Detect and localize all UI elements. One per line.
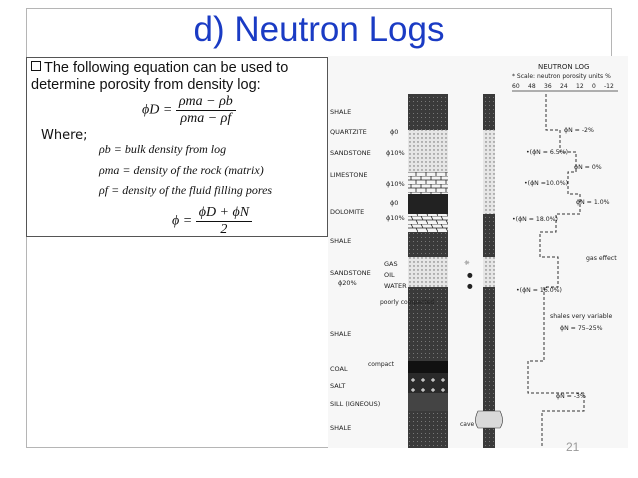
lithology-label: COAL bbox=[330, 365, 348, 373]
fluid-label-water: WATER bbox=[384, 282, 407, 290]
log-value-label: •(ϕN = 6.5%) bbox=[526, 149, 568, 156]
scale-ticks: 60 48 36 24 12 0 -12 bbox=[512, 83, 614, 90]
log-value-label: ϕN = 1.0% bbox=[576, 199, 610, 206]
neutron-log-curve bbox=[527, 94, 585, 448]
water-dot-icon: ● bbox=[467, 282, 473, 290]
layer-limestone bbox=[408, 172, 448, 194]
layer-dense-dolomite bbox=[408, 194, 448, 214]
porosity-label: ϕ0 bbox=[390, 199, 398, 207]
equation2-numerator: ϕD + ϕN bbox=[195, 205, 253, 222]
equation1-denominator: ρma − ρf bbox=[180, 111, 232, 126]
lithology-label: SALT bbox=[330, 382, 345, 390]
porosity-label: ϕ10% bbox=[386, 214, 405, 222]
definition-matrix-density: ρma = density of the rock (matrix) bbox=[99, 163, 264, 177]
lithology-label: SANDSTONE bbox=[330, 269, 371, 277]
layer-shale-2 bbox=[408, 232, 448, 257]
scale-tick: 24 bbox=[560, 83, 568, 90]
layer-coal bbox=[408, 361, 448, 373]
log-value-label: ϕN = 0% bbox=[574, 164, 602, 171]
log-value-label: •(ϕN = 18.0%) bbox=[512, 216, 558, 223]
sun-icon: ☼ bbox=[464, 259, 470, 267]
intro-sentence: The following equation can be used to de… bbox=[31, 60, 289, 93]
lithology-label: LIMESTONE bbox=[330, 171, 367, 179]
annotation-cave: cave bbox=[460, 421, 475, 428]
equation1-lhs: ϕD = bbox=[142, 102, 173, 118]
cave-outline bbox=[475, 410, 503, 429]
scale-tick: 60 bbox=[512, 83, 520, 90]
porosity-label: ϕ10% bbox=[386, 180, 405, 188]
fluid-labels: GAS OIL WATER ☼ ● ● bbox=[384, 259, 473, 290]
layer-salt bbox=[408, 373, 448, 393]
page-number: 21 bbox=[566, 440, 580, 454]
fluid-label-oil: OIL bbox=[384, 271, 395, 279]
intro-text: The following equation can be used to de… bbox=[31, 60, 327, 94]
scale-tick: 48 bbox=[528, 83, 536, 90]
lithology-label: SANDSTONE bbox=[330, 149, 371, 157]
neutron-log-figure: NEUTRON LOG * Scale: neutron porosity un… bbox=[328, 56, 628, 448]
fluid-label-gas: GAS bbox=[384, 260, 398, 268]
layer-sill bbox=[408, 393, 448, 411]
checkbox-bullet-icon bbox=[31, 61, 41, 71]
layer-shale bbox=[408, 94, 448, 130]
log-value-label: ϕN = -2% bbox=[564, 127, 594, 134]
log-value-label: •(ϕN =10.0%) bbox=[524, 180, 568, 187]
slide-title: d) Neutron Logs bbox=[193, 10, 445, 49]
where-label: Where; bbox=[41, 128, 88, 143]
lithology-label: QUARTZITE bbox=[330, 128, 367, 136]
porosity-label: ϕ10% bbox=[386, 149, 405, 157]
equation1-numerator: ρma − ρb bbox=[175, 94, 236, 111]
equation2-lhs: ϕ = bbox=[172, 213, 193, 229]
porosity-label: ϕ20% bbox=[338, 279, 357, 287]
porosity-label: ϕ0 bbox=[390, 128, 398, 136]
scale-tick: -12 bbox=[604, 83, 614, 90]
neutron-log-header: NEUTRON LOG bbox=[538, 63, 589, 71]
equation-text-box: The following equation can be used to de… bbox=[26, 57, 328, 237]
scale-caption: * Scale: neutron porosity units % bbox=[512, 73, 611, 80]
annotation-poorly-compacted: poorly compacted bbox=[380, 299, 434, 306]
layer-shale-4 bbox=[408, 411, 448, 448]
lithology-labels: SHALE QUARTZITE SANDSTONE LIMESTONE DOLO… bbox=[330, 108, 380, 432]
log-value-label: •(ϕN = 16.0%) bbox=[516, 287, 562, 294]
lithology-label: SHALE bbox=[330, 330, 351, 338]
log-value-label: shales very variable bbox=[550, 313, 612, 320]
figure-background bbox=[328, 56, 628, 448]
lithology-label: DOLOMITE bbox=[330, 208, 364, 216]
borehole-sandstone bbox=[483, 257, 495, 287]
annotation-compact: compact bbox=[368, 361, 395, 368]
definition-bulk-density: ρb = bulk density from log bbox=[99, 142, 227, 156]
lithology-label: SHALE bbox=[330, 237, 351, 245]
borehole-reservoir-section bbox=[483, 130, 495, 214]
annotations: poorly compacted compact cave bbox=[368, 299, 475, 428]
lithology-label: SILL (IGNEOUS) bbox=[330, 400, 380, 408]
layer-sandstone-reservoir bbox=[408, 257, 448, 287]
layer-quartzite bbox=[408, 130, 448, 152]
log-value-label: ϕN = 75–25% bbox=[560, 325, 603, 332]
borehole-column bbox=[475, 94, 503, 448]
lithology-column bbox=[408, 94, 448, 448]
lithology-label: SHALE bbox=[330, 424, 351, 432]
definition-fluid-density: ρf = density of the fluid filling pores bbox=[99, 183, 273, 197]
scale-tick: 36 bbox=[544, 83, 552, 90]
equation2-denominator: 2 bbox=[220, 222, 228, 237]
porosity-labels: ϕ0 ϕ10% ϕ10% ϕ0 ϕ10% ϕ20% bbox=[338, 128, 405, 287]
lithology-label: SHALE bbox=[330, 108, 351, 116]
layer-dolomite bbox=[408, 214, 448, 232]
log-value-label: gas effect bbox=[586, 255, 617, 262]
layer-shale-3 bbox=[408, 287, 448, 361]
oil-dot-icon: ● bbox=[467, 271, 473, 279]
log-value-label: ϕN = -3% bbox=[556, 393, 586, 400]
neutron-log-values: ϕN = -2% •(ϕN = 6.5%) ϕN = 0% •(ϕN =10.0… bbox=[512, 127, 617, 400]
scale-tick: 0 bbox=[592, 83, 596, 90]
layer-sandstone bbox=[408, 152, 448, 172]
scale-tick: 12 bbox=[576, 83, 584, 90]
